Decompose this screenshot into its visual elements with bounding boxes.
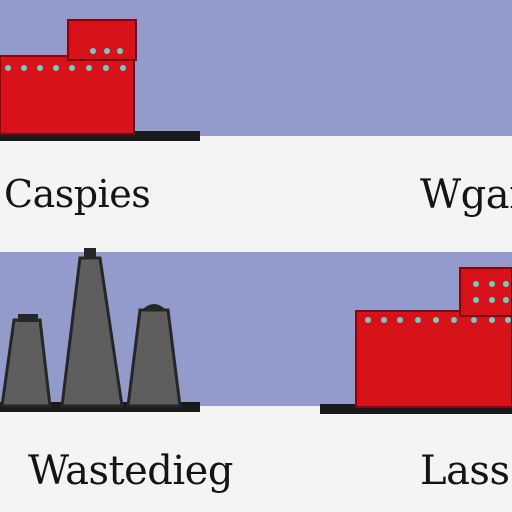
cooling-tower-icon [0, 248, 200, 412]
caption-bottom-left: Wastedieg [28, 448, 233, 494]
factory-icon [320, 267, 512, 414]
caption-bottom-right: Lass [420, 448, 510, 494]
factory-icon [0, 19, 200, 141]
caption-top-left: Caspies [4, 172, 151, 216]
caption-top-right: Wgar [420, 172, 512, 218]
